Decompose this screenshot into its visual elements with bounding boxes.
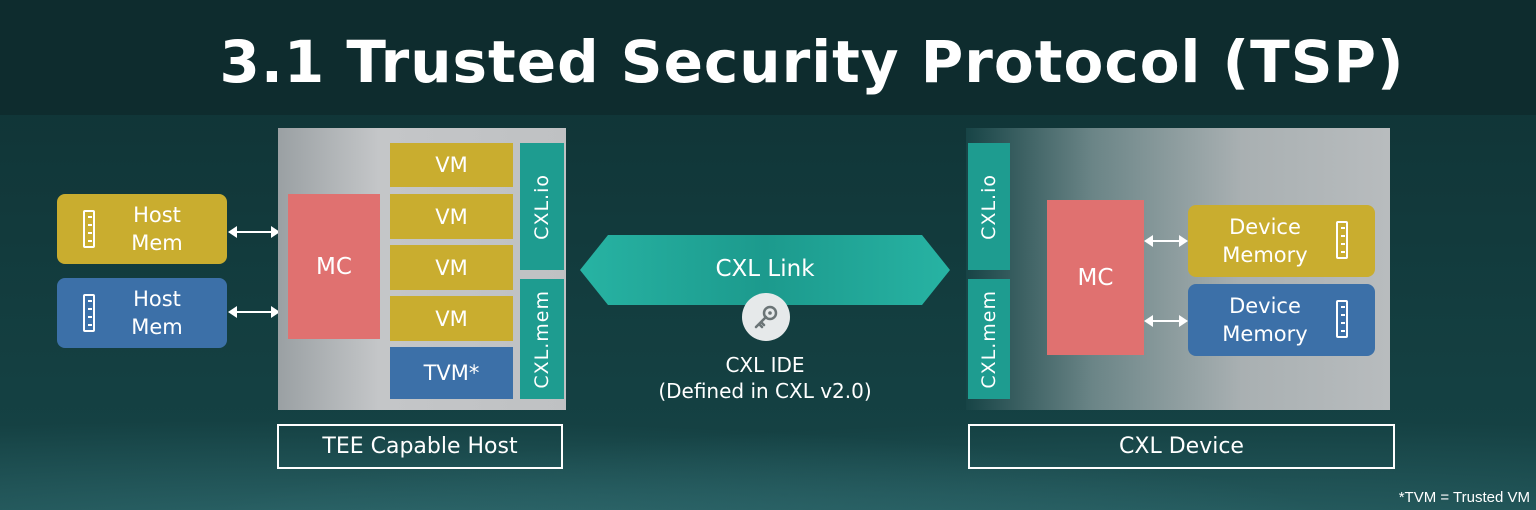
host-mem-2-arrow xyxy=(228,306,280,318)
ram-icon xyxy=(1336,300,1348,338)
cxl-ide-title: CXL IDE xyxy=(725,353,805,377)
device-mem-2-line1: Device xyxy=(1229,294,1301,318)
vm-4: VM xyxy=(390,296,513,341)
device-mem-2: Device Memory xyxy=(1188,284,1375,356)
host-mem-1-line2: Mem xyxy=(131,231,183,255)
host-cxl-io: CXL.io xyxy=(520,143,564,270)
ram-icon xyxy=(83,210,95,248)
cxl-ide-text: CXL IDE (Defined in CXL v2.0) xyxy=(620,352,910,404)
key-badge xyxy=(742,293,790,341)
tvm: TVM* xyxy=(390,347,513,399)
ram-icon xyxy=(1336,221,1348,259)
host-mem-1: Host Mem xyxy=(57,194,227,264)
device-mem-1: Device Memory xyxy=(1188,205,1375,277)
device-cxl-mem: CXL.mem xyxy=(968,279,1010,399)
device-mem-2-line2: Memory xyxy=(1222,322,1308,346)
vm-1: VM xyxy=(390,143,513,187)
cxl-device-label: CXL Device xyxy=(968,424,1395,469)
vm-2: VM xyxy=(390,194,513,239)
device-mem-1-line1: Device xyxy=(1229,215,1301,239)
title-bar xyxy=(0,0,1536,115)
host-cxl-mem-label: CXL.mem xyxy=(531,289,553,389)
cxl-ide-note: (Defined in CXL v2.0) xyxy=(658,379,872,403)
host-mem-2: Host Mem xyxy=(57,278,227,348)
host-cxl-mem: CXL.mem xyxy=(520,279,564,399)
host-mem-1-arrow xyxy=(228,226,280,238)
slide-title: 3.1 Trusted Security Protocol (TSP) xyxy=(219,28,1405,96)
device-cxl-io-label: CXL.io xyxy=(978,173,1000,240)
device-cxl-mem-label: CXL.mem xyxy=(978,289,1000,389)
device-mem-1-line2: Memory xyxy=(1222,243,1308,267)
device-cxl-io: CXL.io xyxy=(968,143,1010,270)
host-mc: MC xyxy=(288,194,380,339)
device-mem-2-arrow xyxy=(1144,315,1188,327)
device-mc: MC xyxy=(1047,200,1144,355)
host-cxl-io-label: CXL.io xyxy=(531,173,553,240)
ram-icon xyxy=(83,294,95,332)
host-mem-2-line1: Host xyxy=(133,287,181,311)
key-icon xyxy=(754,305,778,329)
host-mem-1-line1: Host xyxy=(133,203,181,227)
footnote: *TVM = Trusted VM xyxy=(1398,489,1530,506)
tee-host-label: TEE Capable Host xyxy=(277,424,563,469)
background-waves xyxy=(0,400,1536,510)
host-mem-2-line2: Mem xyxy=(131,315,183,339)
vm-3: VM xyxy=(390,245,513,290)
device-mem-1-arrow xyxy=(1144,235,1188,247)
cxl-link-arrow xyxy=(580,235,950,305)
cxl-link-label: CXL Link xyxy=(715,256,815,282)
